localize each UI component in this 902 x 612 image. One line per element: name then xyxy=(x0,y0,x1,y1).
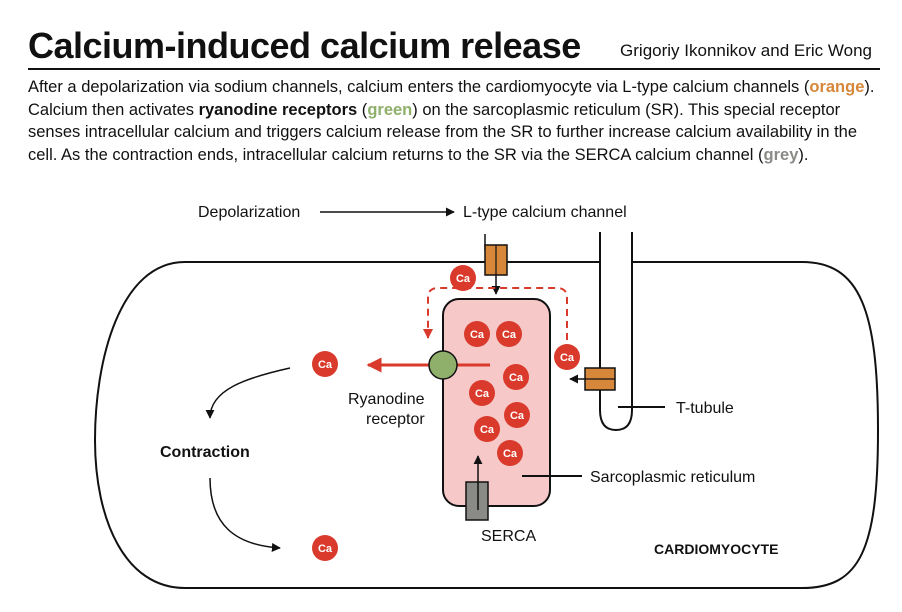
svg-text:Ca: Ca xyxy=(470,329,485,341)
cardiomyocyte-label: CARDIOMYOCYTE xyxy=(654,541,778,557)
calcium-ion: Ca xyxy=(554,344,580,370)
description-text-1: After a depolarization via sodium channe… xyxy=(28,78,810,96)
svg-text:Ca: Ca xyxy=(509,372,524,384)
calcium-ion: Ca xyxy=(312,351,338,377)
t-tubule-label: T-tubule xyxy=(676,400,734,417)
cell-membrane xyxy=(93,261,880,589)
svg-text:Ca: Ca xyxy=(502,329,517,341)
t-tubule xyxy=(599,232,633,432)
calcium-ion: Ca xyxy=(464,321,490,347)
page-title: Calcium-induced calcium release xyxy=(28,25,581,66)
calcium-ion: Ca xyxy=(450,265,476,291)
calcium-ion: Ca xyxy=(312,535,338,561)
l-type-channel-label: L-type calcium channel xyxy=(463,204,627,221)
description-grey-word: grey xyxy=(763,145,799,164)
depolarization-label: Depolarization xyxy=(198,204,300,221)
ryanodine-receptor xyxy=(428,350,458,380)
description: After a depolarization via sodium channe… xyxy=(28,76,878,166)
description-text-5: ). xyxy=(798,145,809,164)
calcium-ion: Ca xyxy=(474,416,500,442)
sarcoplasmic-reticulum xyxy=(442,298,551,507)
description-text-3: ( xyxy=(357,100,368,119)
calcium-ion: Ca xyxy=(496,321,522,347)
svg-text:Ca: Ca xyxy=(318,543,333,555)
authors: Grigoriy Ikonnikov and Eric Wong xyxy=(620,41,872,60)
svg-text:Ca: Ca xyxy=(503,448,518,460)
svg-text:Ca: Ca xyxy=(480,424,495,436)
description-bold-term: ryanodine receptors xyxy=(198,100,358,119)
sr-label: Sarcoplasmic reticulum xyxy=(590,469,755,486)
description-green-word: green xyxy=(367,100,413,119)
svg-text:Ca: Ca xyxy=(318,359,333,371)
description-text-2: ). Calcium then activates xyxy=(28,78,875,119)
calcium-ion: Ca xyxy=(469,380,495,406)
description-orange-word: orange xyxy=(809,78,865,96)
contraction-label: Contraction xyxy=(160,444,250,461)
svg-text:Ca: Ca xyxy=(475,388,490,400)
calcium-ion: Ca xyxy=(503,364,529,390)
svg-text:Ca: Ca xyxy=(456,273,471,285)
contraction-arrow-top xyxy=(205,367,291,419)
svg-text:Ca: Ca xyxy=(510,410,525,422)
calcium-ion: Ca xyxy=(504,402,530,428)
ryanodine-label-line2: receptor xyxy=(366,411,425,428)
svg-text:Ca: Ca xyxy=(560,352,575,364)
contraction-arrow-bottom xyxy=(209,477,281,552)
ryanodine-label-line1: Ryanodine xyxy=(348,391,425,408)
calcium-ions: Ca Ca Ca Ca Ca Ca Ca Ca Ca Ca Ca xyxy=(312,265,580,561)
calcium-ion: Ca xyxy=(497,440,523,466)
serca-label: SERCA xyxy=(481,528,536,545)
header: Calcium-induced calcium release Grigoriy… xyxy=(28,24,880,70)
description-text-4: ) on the sarcoplasmic reticulum (SR). Th… xyxy=(28,100,858,164)
serca-pump xyxy=(465,481,489,521)
